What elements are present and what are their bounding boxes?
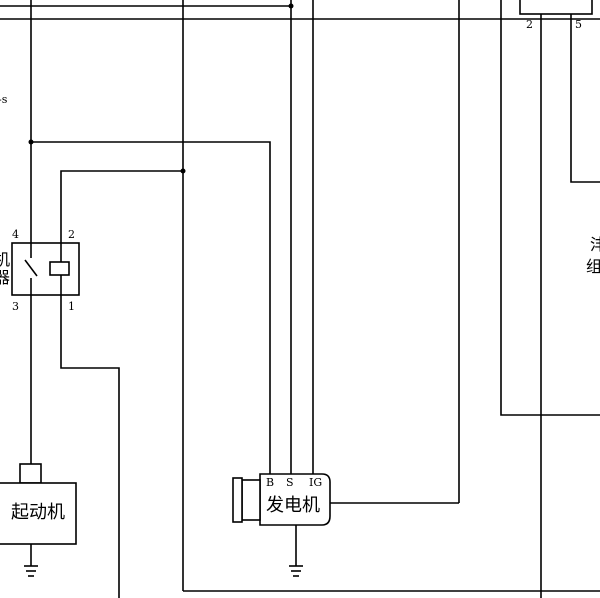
right-module-outline xyxy=(500,0,600,416)
wire-relay-pin2 xyxy=(60,170,183,243)
connector-pin-2-label: 2 xyxy=(526,18,533,31)
generator-pulley xyxy=(241,479,261,521)
generator-pulley-rim xyxy=(232,477,243,523)
connector-pin-5-label: 5 xyxy=(575,18,582,31)
generator-box xyxy=(259,473,331,526)
wire-relay-pin1 xyxy=(60,295,120,598)
right-module-label-fragment: 沣 xyxy=(590,235,600,254)
relay-pin-1-label: 1 xyxy=(68,300,75,313)
starter-label: 起动机 xyxy=(11,502,65,523)
top-right-connector xyxy=(519,0,593,15)
relay-coil xyxy=(49,261,70,276)
generator-label: 发电机 xyxy=(266,495,320,516)
relay-label-fragment: 机 xyxy=(0,250,10,269)
relay-pin-2-label: 2 xyxy=(68,228,75,241)
generator-terminal-ig: IG xyxy=(309,476,322,489)
relay-label-fragment: 器 xyxy=(0,268,10,287)
right-module-label-fragment: 组 xyxy=(586,257,600,276)
relay-pin-4-label: 4 xyxy=(12,228,19,241)
relay-contact-switch xyxy=(24,259,38,277)
wire-connector-pin5 xyxy=(570,14,600,183)
wire-to-generator-b xyxy=(31,141,271,474)
relay-pin-3-label: 3 xyxy=(12,300,19,313)
starter-terminal xyxy=(19,463,42,484)
starter-box xyxy=(0,482,77,545)
left-edge-text-fragment: -s xyxy=(0,93,8,106)
generator-terminal-s: S xyxy=(286,476,294,489)
generator-terminal-b: B xyxy=(266,476,274,489)
